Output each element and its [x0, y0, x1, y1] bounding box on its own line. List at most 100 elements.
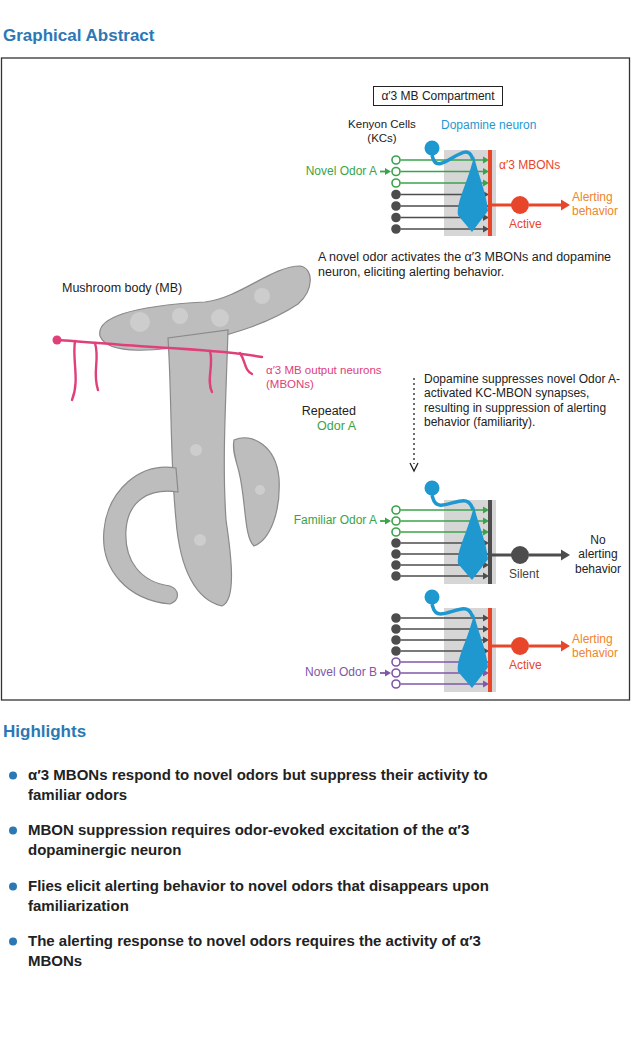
mbon-neuron: [95, 343, 98, 390]
structure-label: α′3 MB output neurons (MBONs): [266, 364, 404, 392]
mb-compartment: [444, 608, 496, 692]
dopamine-axon: [432, 604, 473, 618]
mushroom-body-texture: [190, 444, 202, 456]
cell-label: Dopamine neuron: [441, 118, 551, 132]
kenyon-cell: [392, 506, 400, 514]
repetition-arrowhead: [410, 463, 418, 471]
odor-label: Novel Odor A: [257, 164, 377, 178]
bullet-dot: [9, 883, 17, 891]
cell-label: Kenyon Cells (KCs): [344, 118, 420, 146]
kenyon-cell: [392, 572, 400, 580]
kenyon-cell: [392, 539, 400, 547]
kenyon-cell: [392, 550, 400, 558]
dopamine-arbor: [458, 614, 488, 688]
circuit-panel: [380, 141, 570, 237]
kenyon-cell: [392, 225, 400, 233]
bullet-dot: [9, 827, 17, 835]
kenyon-cell: [392, 202, 400, 210]
odor-label: Familiar Odor A: [257, 513, 377, 527]
state-label: Active: [509, 658, 559, 672]
output-arrowhead: [561, 200, 570, 211]
dopamine-soma: [425, 141, 440, 156]
kc-axon: [401, 159, 484, 161]
odor-arrowhead: [385, 168, 391, 175]
state-label: Silent: [509, 567, 559, 581]
mbon-soma: [511, 637, 529, 655]
dopamine-arbor: [458, 156, 488, 232]
dopamine-soma: [425, 481, 440, 496]
mushroom-body-texture: [211, 309, 229, 327]
step-label: Repeated: [296, 404, 356, 419]
mbon-dendrite: [488, 608, 492, 692]
kenyon-cell: [392, 680, 400, 688]
description-text: Dopamine suppresses novel Odor A-activat…: [424, 372, 624, 430]
mbon-neuron: [57, 340, 262, 357]
structure-label: Mushroom body (MB): [62, 281, 212, 296]
highlight-item: Flies elicit alerting behavior to novel …: [28, 876, 508, 917]
circuit-panel: [380, 481, 570, 585]
figure-title: Graphical Abstract: [3, 26, 154, 46]
mbon-neurite: [490, 204, 512, 207]
description-text: A novel odor activates the α′3 MBONs and…: [318, 250, 618, 280]
kc-axon: [401, 509, 484, 511]
output-arrow: [529, 645, 563, 648]
output-arrow: [529, 554, 563, 557]
compartment-box: α′3 MB Compartment: [373, 86, 502, 106]
bullet-dot: [9, 772, 17, 780]
kenyon-cell: [392, 168, 400, 176]
kenyon-cell: [392, 191, 400, 199]
mushroom-body-figure: [53, 266, 311, 606]
mbon-neuron: [72, 341, 76, 400]
dopamine-soma: [425, 590, 440, 605]
odor-arrowhead: [385, 670, 391, 677]
output-arrowhead: [561, 550, 570, 561]
kenyon-cell: [392, 214, 400, 222]
kenyon-cell: [392, 561, 400, 569]
mbon-soma: [511, 546, 529, 564]
mushroom-body-lobe: [233, 438, 279, 546]
kenyon-cell: [392, 625, 400, 633]
mushroom-body-lobe: [104, 467, 178, 604]
kenyon-cell: [392, 179, 400, 187]
behavior-label: No alerting behavior: [570, 533, 626, 576]
kenyon-cell: [392, 614, 400, 622]
kenyon-cell: [392, 528, 400, 536]
neuron-label: α′3 MBONs: [499, 158, 589, 172]
dopamine-axon: [432, 152, 473, 164]
mbon-neurite: [490, 645, 512, 648]
odor-label: Odor A: [296, 419, 356, 434]
kenyon-cell: [392, 669, 400, 677]
kenyon-cell: [392, 647, 400, 655]
highlight-item: MBON suppression requires odor-evoked ex…: [28, 820, 508, 861]
mb-compartment: [444, 150, 496, 236]
mushroom-body-texture: [254, 288, 270, 304]
box-label: α′3 MB Compartment: [381, 89, 494, 103]
mushroom-body-texture: [255, 485, 265, 495]
odor-label: Novel Odor B: [257, 665, 377, 679]
dopamine-arbor: [458, 506, 488, 580]
behavior-label: Alerting behavior: [572, 632, 628, 661]
mbon-neuron: [240, 353, 252, 374]
state-label: Active: [509, 217, 559, 231]
mbon-dendrite: [488, 150, 492, 236]
repetition-arrow: [413, 378, 414, 464]
bullet-dot: [9, 938, 17, 946]
behavior-label: Alerting behavior: [572, 190, 628, 219]
kenyon-cell: [392, 636, 400, 644]
dopamine-axon: [432, 495, 473, 510]
mbon-soma: [511, 196, 529, 214]
mushroom-body-lobe: [168, 330, 232, 606]
mbon-neurite: [490, 554, 512, 557]
highlight-item: α′3 MBONs respond to novel odors but sup…: [28, 765, 508, 806]
mushroom-body-texture: [194, 534, 206, 546]
kenyon-cell: [392, 517, 400, 525]
kenyon-cell: [392, 156, 400, 164]
kc-axon: [401, 617, 484, 619]
mbon-soma: [53, 336, 62, 345]
mushroom-body-texture: [130, 312, 150, 332]
highlight-item: The alerting response to novel odors req…: [28, 931, 508, 972]
mb-compartment: [444, 500, 496, 584]
mbon-neuron: [210, 351, 212, 392]
odor-arrowhead: [385, 518, 391, 525]
